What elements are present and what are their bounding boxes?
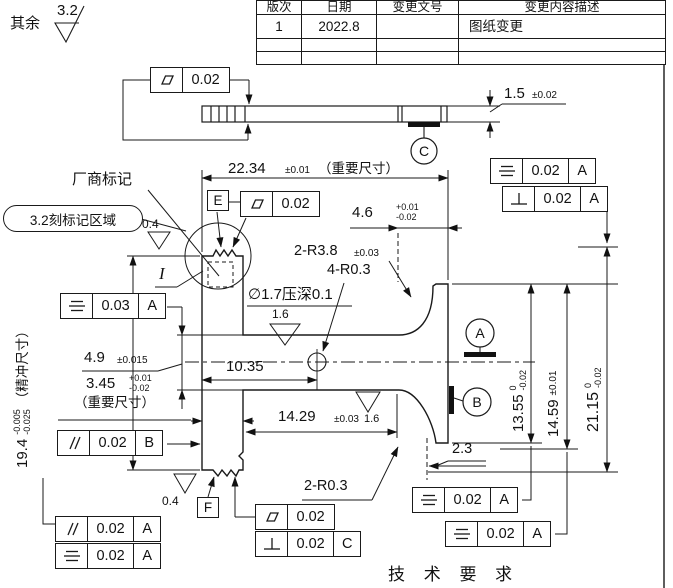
parallelism-icon bbox=[66, 522, 79, 536]
fcf-symmetry-bottom-left: 0.02 A bbox=[55, 543, 162, 569]
callout-leaders bbox=[140, 189, 412, 501]
surface-finish-symbol-top-left bbox=[54, 5, 85, 44]
symmetry-icon bbox=[453, 528, 470, 540]
datum-e-leaders bbox=[216, 201, 247, 248]
fcf-leaders bbox=[42, 199, 611, 535]
flatness-icon bbox=[160, 75, 174, 85]
dim-1429 bbox=[245, 394, 398, 438]
dim-1429-tol: ±0.03 bbox=[334, 414, 359, 425]
dim-345 bbox=[58, 417, 254, 425]
revision-row-empty bbox=[256, 51, 666, 66]
fcf-symmetry-bottom-right-1: 0.02 A bbox=[412, 487, 519, 513]
hole-note: ∅1.7压深0.1 bbox=[248, 286, 333, 303]
dim-1429-value: 14.29 bbox=[278, 408, 316, 425]
dim-1p5-value: 1.5 bbox=[504, 85, 525, 102]
symmetry-icon bbox=[68, 300, 85, 312]
revision-header-row: 版次 日期 变更文号 变更内容描述 bbox=[256, 0, 666, 16]
fcf-flatness-e: 0.02 bbox=[240, 191, 320, 217]
dim-1035-value: 10.35 bbox=[226, 358, 264, 375]
fcf-perpendicularity-bottom-center: 0.02 C bbox=[255, 531, 362, 557]
dim-345-tol: +0.01-0.02 bbox=[129, 373, 152, 393]
datum-b-target bbox=[449, 386, 492, 417]
roughness-04-top: 0.4 bbox=[142, 217, 159, 231]
roughness-04-bottom: 0.4 bbox=[162, 494, 179, 508]
datum-c-label: C bbox=[418, 143, 430, 159]
dim-49 bbox=[82, 306, 243, 409]
col-date: 日期 bbox=[301, 0, 377, 16]
dim-4r03: 4-R0.3 bbox=[327, 262, 371, 278]
tech-requirements-title: 技 术 要 求 bbox=[388, 565, 520, 584]
fcf-flatness-bottom-center: 0.02 bbox=[255, 504, 335, 530]
revision-table: 版次 日期 变更文号 变更内容描述 1 2022.8 图纸变更 bbox=[256, 0, 666, 66]
datum-e-box: E bbox=[207, 190, 229, 211]
fcf-symmetry-top-right: 0.02 A bbox=[490, 158, 597, 184]
dim-2115: 21.15 0-0.02 bbox=[583, 367, 603, 432]
revision-row-empty bbox=[256, 38, 666, 53]
dim-345-value: 3.45 bbox=[86, 375, 116, 392]
fcf-symmetry-bottom-right-2: 0.02 A bbox=[445, 521, 552, 547]
surface-note-value: 3.2 bbox=[57, 2, 78, 19]
col-revision: 版次 bbox=[256, 0, 302, 16]
fcf-symmetry-left: 0.03 A bbox=[60, 293, 167, 319]
perpendicularity-icon bbox=[263, 538, 280, 550]
dim-1355: 13.55 0-0.02 bbox=[508, 369, 528, 432]
dim-1p5 bbox=[447, 90, 566, 138]
detail-label-i: I bbox=[159, 264, 165, 283]
dim-194: 19.4 -0.005-0.025 （精冲尺寸） bbox=[12, 324, 32, 468]
dim-49-tol: ±0.015 bbox=[117, 355, 148, 366]
perpendicularity-icon bbox=[510, 193, 527, 205]
col-doc-no: 变更文号 bbox=[376, 0, 459, 16]
parallelism-icon bbox=[68, 436, 81, 450]
dim-2r03: 2-R0.3 bbox=[304, 478, 348, 494]
roughness-16-top: 1.6 bbox=[272, 307, 289, 321]
dim-2234-tol: ±0.01 bbox=[285, 165, 310, 176]
col-description: 变更内容描述 bbox=[458, 0, 666, 16]
fcf-flatness-top-view: 0.02 bbox=[150, 67, 230, 93]
datum-a-target bbox=[464, 318, 496, 357]
part-outline bbox=[201, 248, 449, 478]
dim-23 bbox=[426, 438, 486, 480]
datum-f-box: F bbox=[197, 497, 219, 518]
datum-a-label: A bbox=[475, 325, 485, 341]
roughness-symbols bbox=[147, 231, 381, 494]
dim-2234 bbox=[201, 170, 449, 280]
dim-r38: 2-R3.8 bbox=[294, 243, 338, 259]
symmetry-icon bbox=[420, 494, 437, 506]
revision-row: 1 2022.8 图纸变更 bbox=[256, 14, 666, 40]
symmetry-icon bbox=[498, 165, 515, 177]
datum-b-label: B bbox=[472, 394, 482, 410]
right-dims bbox=[428, 246, 618, 473]
datum-c-target bbox=[408, 122, 440, 165]
dim-46-tol: +0.01-0.02 bbox=[396, 202, 419, 222]
dim-2234-value: 22.34 bbox=[228, 160, 266, 177]
roughness-16-bottom: 1.6 bbox=[364, 413, 380, 425]
dim-345-note: （重要尺寸） bbox=[74, 395, 155, 410]
dim-46-value: 4.6 bbox=[352, 204, 373, 221]
manufacturer-mark-label: 厂商标记 bbox=[72, 171, 133, 188]
dim-1459: 14.59 ±0.01 bbox=[545, 370, 562, 438]
surface-note-prefix: 其余 bbox=[10, 15, 41, 32]
flatness-icon bbox=[265, 512, 279, 522]
fcf-perpendicularity-top-right: 0.02 A bbox=[502, 186, 609, 212]
dim-49-value: 4.9 bbox=[84, 349, 105, 366]
mark-area-callout: 3.2刻标记区域 bbox=[3, 205, 143, 232]
marking-area-dashed bbox=[207, 261, 234, 288]
dim-1p5-tol: ±0.02 bbox=[532, 90, 557, 101]
dim-23-value: 2.3 bbox=[452, 441, 473, 457]
symmetry-icon bbox=[63, 550, 80, 562]
dim-2234-note: （重要尺寸） bbox=[318, 161, 399, 176]
fcf-top-leaders bbox=[122, 79, 253, 141]
fcf-parallelism-bottom-left: 0.02 A bbox=[55, 516, 162, 542]
dim-r38-tol: ±0.03 bbox=[354, 248, 379, 259]
fcf-parallelism-left: 0.02 B bbox=[57, 430, 164, 456]
flatness-icon bbox=[250, 199, 264, 209]
dim-46 bbox=[350, 224, 462, 282]
top-view bbox=[201, 105, 448, 123]
